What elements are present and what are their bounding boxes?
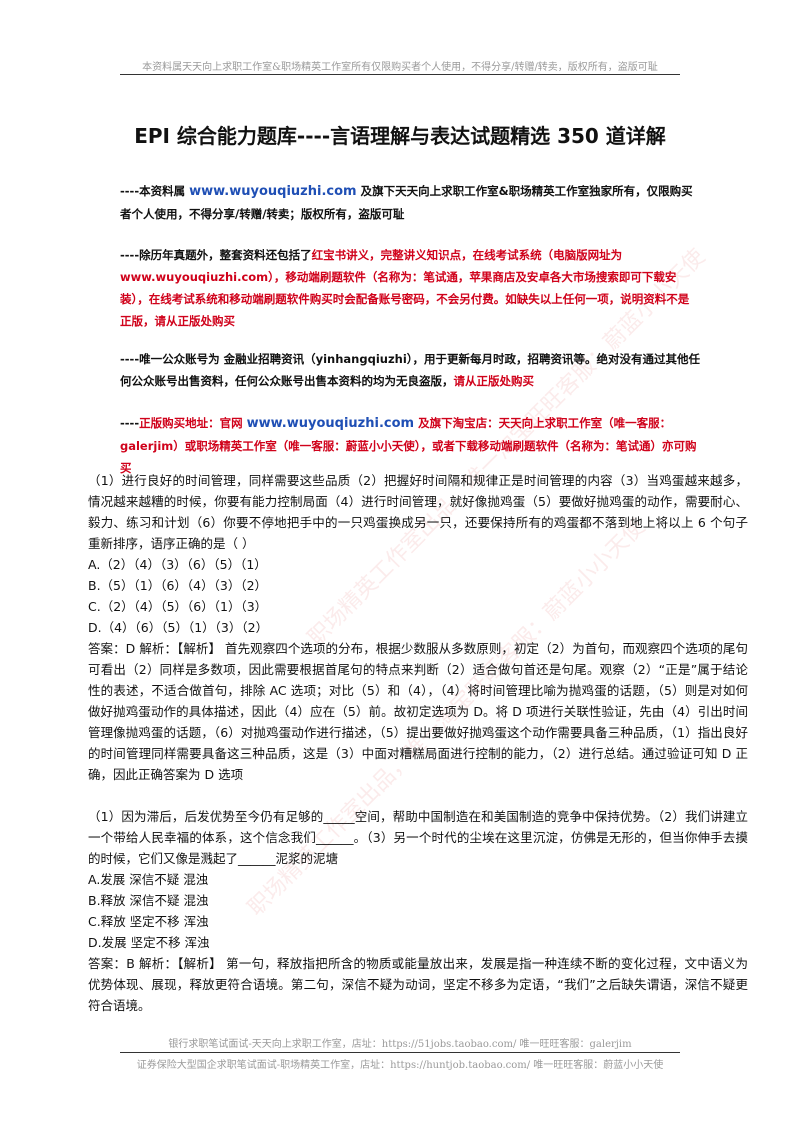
footer-note-2: 证券保险大型国企求职笔试面试-职场精英工作室，店址：https://huntjo… <box>136 1060 664 1071</box>
option-b: B.（5）（1）（6）（4）（3）（2） <box>88 578 268 593</box>
notice-2-red-text: 红宝书讲义，完整讲义知识点，在线考试系统（电脑版网址为 www.wuyouqiu… <box>120 248 690 328</box>
option-a: A.发展 深信不疑 混浊 <box>88 872 209 887</box>
notice-3-text: ----唯一公众账号为 金融业招聘资讯（yinhangqiuzhi），用于更新每… <box>120 352 701 388</box>
notice-4-prefix: ---- <box>120 416 140 430</box>
option-b: B.释放 深信不疑 混浊 <box>88 893 209 908</box>
answer-explanation: 答案：D 解析：【解析】 首先观察四个选项的分布，根据少数服从多数原则，初定（2… <box>88 641 748 782</box>
option-a: A.（2）（4）（3）（6）（5）（1） <box>88 557 267 572</box>
option-d: D.发展 坚定不移 浑浊 <box>88 935 210 950</box>
question-stem: （1）进行良好的时间管理，同样需要这些品质（2）把握好时间隔和规律正是时间管理的… <box>88 473 748 551</box>
page-title: EPI 综合能力题库----言语理解与表达试题精选 350 道详解 <box>134 124 666 148</box>
website-link[interactable]: www.wuyouqiuzhi.com <box>246 416 415 431</box>
option-c: C.释放 坚定不移 浑浊 <box>88 914 209 929</box>
notice-1-text: 及旗下天天向上求职工作室&职场精英工作室独家所有，仅限购买者个人使用，不得分享/… <box>120 184 693 221</box>
footer-divider <box>120 1052 680 1053</box>
header-note: 本资料属天天向上求职工作室&职场精英工作室所有仅限购买者个人使用，不得分享/转赠… <box>142 62 658 73</box>
option-c: C.（2）（4）（5）（6）（1）（3） <box>88 599 268 614</box>
footer-note-1: 银行求职笔试面试-天天向上求职工作室，店址：https://51jobs.tao… <box>168 1039 632 1050</box>
header-divider <box>120 74 680 75</box>
notice-3-red-text: 请从正版处购买 <box>453 374 535 388</box>
answer-explanation: 答案：B 解析：【解析】 第一句，释放指把所含的物质或能量放出来，发展是指一种连… <box>88 956 748 1013</box>
question-2: （1）因为滞后，后发优势至今仍有足够的_____空间，帮助中国制造在和美国制造的… <box>88 806 748 1016</box>
notice-4: ----正版购买地址：官网 www.wuyouqiuzhi.com 及旗下淘宝店… <box>120 412 700 479</box>
notice-1: ----本资料属 www.wuyouqiuzhi.com 及旗下天天向上求职工作… <box>120 180 700 225</box>
question-stem: （1）因为滞后，后发优势至今仍有足够的_____空间，帮助中国制造在和美国制造的… <box>88 809 748 866</box>
notice-2-prefix: ----除历年真题外，整套资料还包括了 <box>120 248 312 262</box>
notice-4-red-text: 正版购买地址：官网 <box>139 416 247 430</box>
notice-1-prefix: ----本资料属 <box>120 184 190 198</box>
option-d: D.（4）（6）（5）（1）（3）（2） <box>88 620 269 635</box>
notice-2: ----除历年真题外，整套资料还包括了红宝书讲义，完整讲义知识点，在线考试系统（… <box>120 244 700 332</box>
question-1: （1）进行良好的时间管理，同样需要这些品质（2）把握好时间隔和规律正是时间管理的… <box>88 470 748 785</box>
website-link[interactable]: www.wuyouqiuzhi.com <box>189 184 357 199</box>
notice-3: ----唯一公众账号为 金融业招聘资讯（yinhangqiuzhi），用于更新每… <box>120 348 700 392</box>
notice-4-red-text-2: 及旗下淘宝店：天天向上求职工作室（唯一客服：galerjim）或职场精英工作室（… <box>120 416 697 475</box>
